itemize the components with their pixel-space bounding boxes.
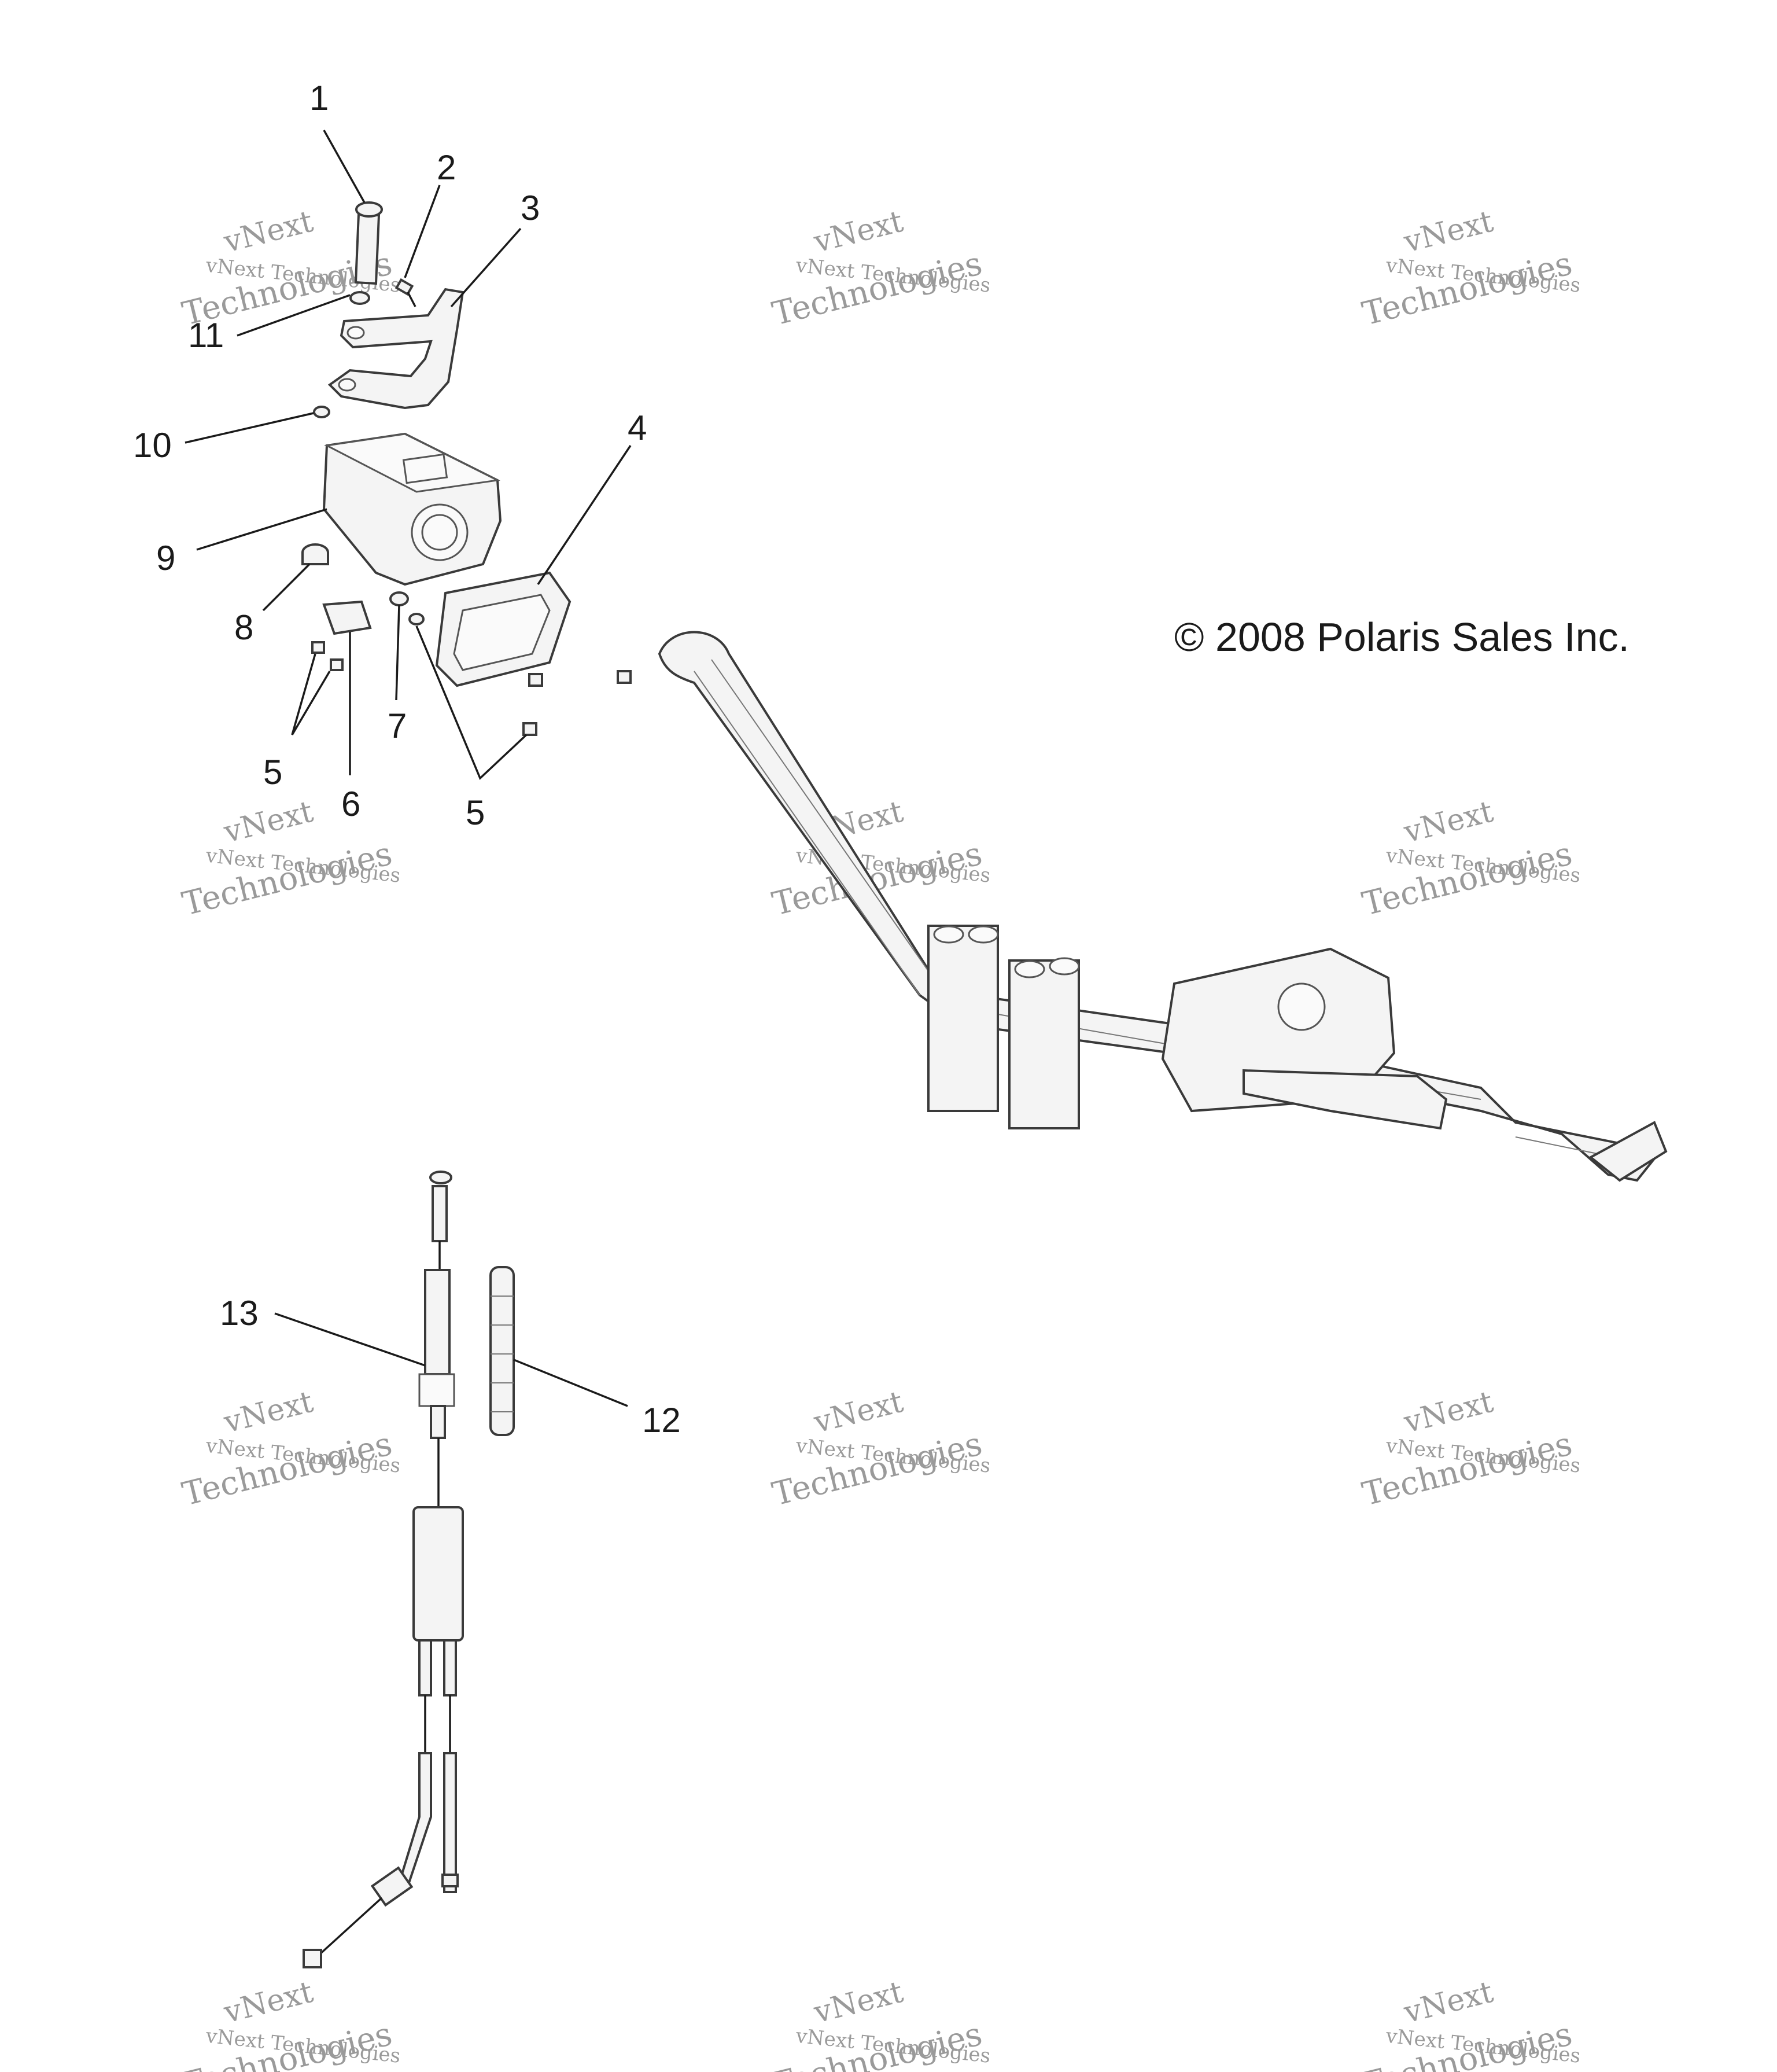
svg-text:vNext: vNext xyxy=(1400,1975,1496,2030)
leader-12 xyxy=(513,1359,628,1407)
cable-fitting-upper xyxy=(432,1185,448,1242)
grip-end xyxy=(1588,1121,1668,1182)
cable-end-barrel xyxy=(303,1949,322,1968)
leader-11 xyxy=(237,294,351,337)
part-5-screws-left xyxy=(311,641,344,671)
callout-9: 9 xyxy=(156,539,175,577)
part-1-pin xyxy=(354,201,383,285)
part-6-plate xyxy=(322,600,372,635)
part-13-adjuster-nut xyxy=(418,1373,455,1407)
part-8-cap xyxy=(301,543,329,565)
callout-labels: 1 2 3 4 5 5 6 7 8 9 10 11 12 13 xyxy=(133,79,681,1440)
watermark: vNext vNext Technologies Technologies xyxy=(179,794,401,923)
svg-text:vNext: vNext xyxy=(1400,794,1496,850)
watermark: vNext vNext Technologies Technologies xyxy=(179,1385,401,1514)
callout-5b: 5 xyxy=(466,793,485,832)
cable-end-tip xyxy=(429,1171,452,1184)
watermark: vNext vNext Technologies Technologies xyxy=(179,1975,401,2072)
riser-clamp-left xyxy=(927,925,999,1112)
cable-junction-block xyxy=(412,1506,464,1642)
part-11-washer xyxy=(349,291,370,305)
callout-11: 11 xyxy=(188,316,224,355)
svg-text:vNext: vNext xyxy=(1400,1385,1496,1440)
svg-text:vNext: vNext xyxy=(220,794,316,850)
bracket-hole-icon xyxy=(346,326,365,340)
watermark: vNext vNext Technologies Technologies xyxy=(1359,1975,1581,2072)
callout-1: 1 xyxy=(309,79,329,117)
svg-text:vNext: vNext xyxy=(1400,204,1496,260)
bar-master-cylinder xyxy=(1161,947,1448,1130)
leader-2 xyxy=(404,185,441,278)
svg-text:vNext: vNext xyxy=(810,1975,906,2030)
callout-12: 12 xyxy=(642,1401,681,1440)
leader-4 xyxy=(537,445,632,585)
callout-2: 2 xyxy=(437,148,456,187)
part-4-cover xyxy=(435,571,572,687)
leader-lines xyxy=(185,130,632,1407)
callout-7: 7 xyxy=(388,706,407,745)
cable-lower-right xyxy=(443,1752,457,1893)
part-7-washer xyxy=(389,591,409,606)
riser-clamp-right xyxy=(1008,957,1080,1129)
cable-lower-left xyxy=(397,1752,432,1888)
leader-9 xyxy=(196,508,327,551)
svg-text:vNext: vNext xyxy=(220,204,316,260)
watermark: vNext vNext Technologies Technologies xyxy=(1359,204,1581,333)
part-12-boot xyxy=(489,1266,515,1436)
brake-lever xyxy=(1243,1069,1448,1130)
bracket-hole-icon xyxy=(338,378,356,392)
leader-5a xyxy=(291,653,331,735)
cable-leg-right xyxy=(443,1639,457,1696)
handlebar-tube xyxy=(658,631,1662,1182)
leader-5b xyxy=(415,625,528,781)
part-3-lever-bracket xyxy=(327,288,464,410)
throttle-cable-assembly xyxy=(303,1171,515,1968)
callout-3: 3 xyxy=(521,189,540,227)
callout-8: 8 xyxy=(234,608,253,647)
watermark: vNext vNext Technologies Technologies xyxy=(1359,1385,1581,1514)
master-cylinder-assembly xyxy=(301,201,632,736)
part-9-reservoir-body xyxy=(322,432,502,586)
callout-4: 4 xyxy=(628,408,647,447)
part-5-screw-small xyxy=(408,613,425,625)
leader-7 xyxy=(395,605,400,701)
leader-13 xyxy=(274,1312,426,1367)
leader-1 xyxy=(323,130,366,203)
handlebar-assembly xyxy=(658,631,1668,1182)
part-2-screw xyxy=(395,278,416,307)
watermark: vNext vNext Technologies Technologies xyxy=(769,204,991,333)
svg-text:vNext: vNext xyxy=(810,1385,906,1440)
watermark: vNext vNext Technologies Technologies xyxy=(769,1385,991,1514)
callout-13: 13 xyxy=(220,1294,259,1333)
svg-text:vNext: vNext xyxy=(220,1385,316,1440)
cable-end-stop-right xyxy=(441,1874,459,1887)
handlebar-hatching xyxy=(694,659,1643,1164)
watermark: vNext vNext Technologies Technologies xyxy=(769,1975,991,2072)
part-5-screws-right xyxy=(522,670,632,736)
leader-10 xyxy=(185,412,314,444)
part-10-o-ring xyxy=(313,406,330,418)
leader-8 xyxy=(262,563,311,612)
callout-6: 6 xyxy=(341,785,360,823)
cable-end-fitting-left xyxy=(370,1866,414,1907)
svg-text:vNext: vNext xyxy=(220,1975,316,2030)
cable-leg-left xyxy=(418,1639,432,1696)
callout-10: 10 xyxy=(133,426,172,465)
copyright-notice: © 2008 Polaris Sales Inc. xyxy=(1174,614,1629,660)
svg-text:vNext: vNext xyxy=(810,204,906,260)
part-13-adjuster-sleeve xyxy=(424,1269,451,1375)
watermark: vNext vNext Technologies Technologies xyxy=(1359,794,1581,923)
leader-3 xyxy=(450,227,522,308)
cable-ferrule xyxy=(430,1405,446,1439)
callout-5a: 5 xyxy=(263,753,282,792)
